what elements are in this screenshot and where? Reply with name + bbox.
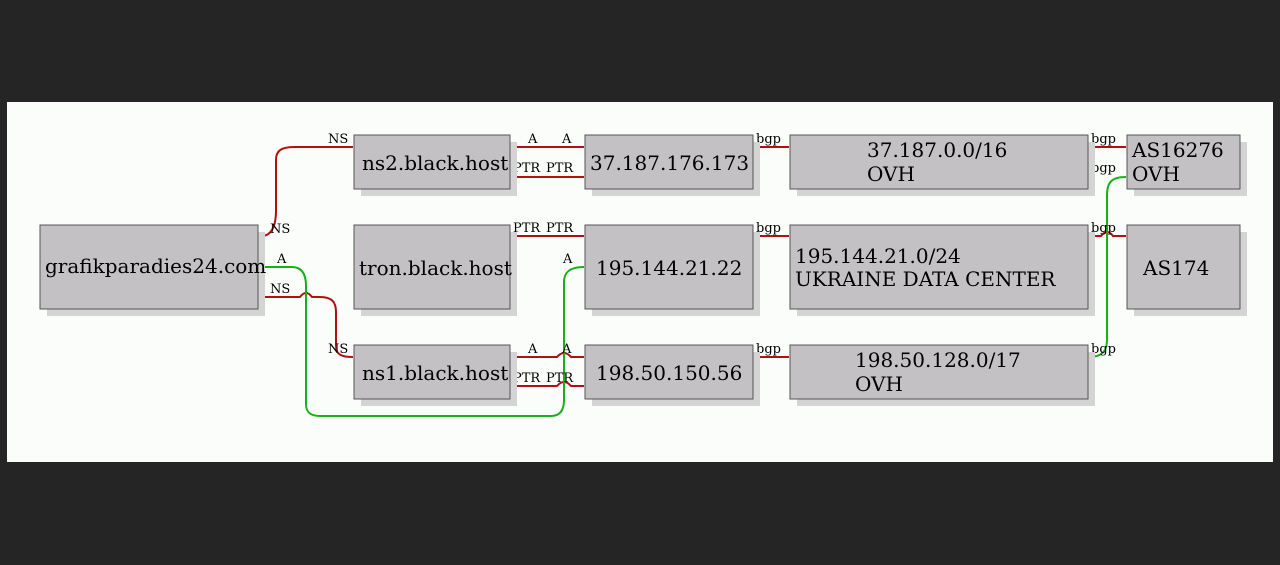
edge-label-a-ip198-end: A <box>561 342 572 357</box>
node-ns2-label: ns2.black.host <box>362 151 508 175</box>
edges-green <box>261 176 1127 417</box>
node-domain-label: grafikparadies24.com <box>45 254 266 278</box>
node-tron-label: tron.black.host <box>359 256 512 280</box>
node-ip-37-label: 37.187.176.173 <box>590 151 749 175</box>
node-net-37-line2: OVH <box>867 162 915 186</box>
node-net-198-line2: OVH <box>855 372 903 396</box>
edge-label-a-ns1-start: A <box>527 342 538 357</box>
edge-label-ns-ns1-end: NS <box>328 342 348 357</box>
node-ip-198: 198.50.150.56 <box>584 344 760 406</box>
edge-label-a-ns2-start: A <box>527 132 538 147</box>
edge-domain-ns2 <box>260 146 353 237</box>
node-net-195-line2: UKRAINE DATA CENTER <box>795 267 1056 291</box>
node-ip-195: 195.144.21.22 <box>584 224 760 316</box>
node-as16276: AS16276 OVH <box>1126 134 1247 196</box>
edge-labels: NS NS A NS NS A A PTR PTR PTR PTR A A A … <box>270 132 1116 386</box>
node-as16276-line1: AS16276 <box>1131 138 1224 162</box>
edge-label-ptr-ip198-end: PTR <box>546 371 574 386</box>
edge-net198-as16276-bgp <box>1088 176 1127 358</box>
edge-label-bgp-as16276-top: bgp <box>1091 132 1116 147</box>
node-as16276-line2: OVH <box>1132 162 1180 186</box>
edge-label-bgp-net198: bgp <box>1091 342 1116 357</box>
edge-label-ptr-ns2-start: PTR <box>513 161 541 176</box>
edge-label-ns-domain-top: NS <box>270 222 290 237</box>
edge-label-bgp-ip195: bgp <box>756 221 781 236</box>
node-ip-195-label: 195.144.21.22 <box>596 256 742 280</box>
node-ip-37: 37.187.176.173 <box>584 134 760 196</box>
node-as174: AS174 <box>1126 224 1247 316</box>
node-net-195-line1: 195.144.21.0/24 <box>795 244 961 268</box>
edge-label-ns-ns2-end: NS <box>328 132 348 147</box>
edge-label-a-ip37-end: A <box>561 132 572 147</box>
edge-domain-ip195-a <box>261 266 585 417</box>
node-net-198-line1: 198.50.128.0/17 <box>855 348 1021 372</box>
node-ip-198-label: 198.50.150.56 <box>596 361 742 385</box>
node-net-37-line1: 37.187.0.0/16 <box>867 138 1007 162</box>
edge-label-bgp-ip37: bgp <box>756 132 781 147</box>
node-domain: grafikparadies24.com <box>39 224 266 316</box>
edge-label-bgp-as174: bgp <box>1091 221 1116 236</box>
edge-label-bgp-ip198: bgp <box>756 342 781 357</box>
edge-label-a-ip195-end: A <box>562 252 573 267</box>
node-ns1: ns1.black.host <box>353 344 517 406</box>
node-net-195: 195.144.21.0/24 UKRAINE DATA CENTER <box>789 224 1095 316</box>
node-tron: tron.black.host <box>353 224 517 316</box>
edge-label-ptr-ip37-end: PTR <box>546 161 574 176</box>
nodes: grafikparadies24.com ns2.black.host tron… <box>39 134 1247 406</box>
node-net-198: 198.50.128.0/17 OVH <box>789 344 1095 406</box>
node-as174-label: AS174 <box>1142 256 1209 280</box>
edge-label-ptr-tron-start: PTR <box>513 221 541 236</box>
node-ns1-label: ns1.black.host <box>362 361 508 385</box>
node-ns2: ns2.black.host <box>353 134 517 196</box>
edge-label-ns-domain-bottom: NS <box>270 282 290 297</box>
edge-label-bgp-as16276-bottom: bgp <box>1091 161 1116 176</box>
edge-label-ptr-ns1-start: PTR <box>513 371 541 386</box>
edge-label-ptr-ip195-end: PTR <box>546 221 574 236</box>
node-net-37: 37.187.0.0/16 OVH <box>789 134 1095 196</box>
edge-label-a-domain: A <box>276 252 287 267</box>
